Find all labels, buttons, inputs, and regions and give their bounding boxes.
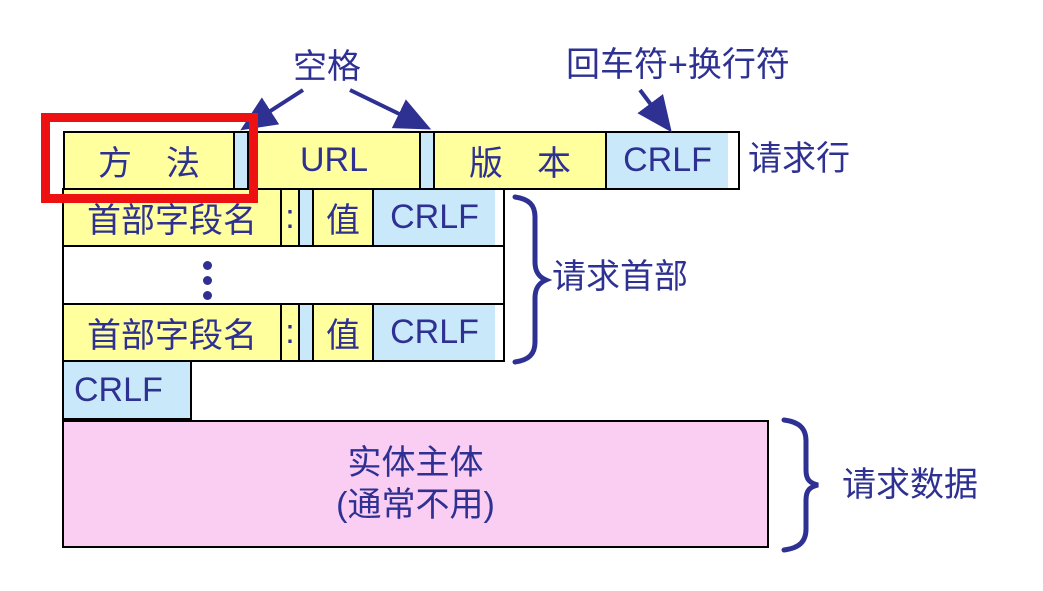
empty-line-crlf: CRLF: [62, 360, 192, 420]
request-line-crlf-field: CRLF: [605, 133, 728, 188]
header-space-2: [298, 305, 312, 360]
request-line-label: 请求行: [748, 140, 850, 178]
header-value-2: 值: [312, 305, 372, 360]
crlf-arrow: [637, 88, 672, 133]
header-colon-1: :: [280, 190, 298, 245]
request-line-row: 方 法 URL 版 本 CRLF: [63, 131, 740, 190]
header-row-2: 首部字段名 : 值 CRLF: [62, 303, 505, 362]
vertical-ellipsis-icon: [203, 261, 212, 300]
header-crlf-1: CRLF: [372, 190, 495, 245]
entity-body-box: 实体主体 (通常不用): [62, 420, 769, 548]
space-separator-1: [233, 133, 247, 188]
version-field: 版 本: [433, 133, 605, 188]
header-crlf-2: CRLF: [372, 305, 495, 360]
ellipsis-row: [62, 245, 505, 305]
crlf-annotation-label: 回车符+换行符: [566, 46, 790, 84]
request-headers-label: 请求首部: [552, 258, 688, 296]
method-field: 方 法: [65, 133, 233, 188]
request-data-brace: [781, 417, 819, 553]
entity-body-line1: 实体主体: [347, 444, 484, 482]
header-value-1: 值: [312, 190, 372, 245]
entity-body-line2: (通常不用): [336, 486, 495, 524]
header-colon-2: :: [280, 305, 298, 360]
header-field-name-2: 首部字段名: [64, 305, 280, 360]
space-separator-2: [419, 133, 433, 188]
url-field: URL: [247, 133, 419, 188]
space-annotation-label: 空格: [293, 48, 361, 86]
request-data-label: 请求数据: [842, 466, 978, 504]
method-highlight-box: [41, 113, 258, 203]
request-headers-brace: [512, 194, 553, 365]
header-space-1: [298, 190, 312, 245]
space-arrow-right: [349, 88, 432, 130]
